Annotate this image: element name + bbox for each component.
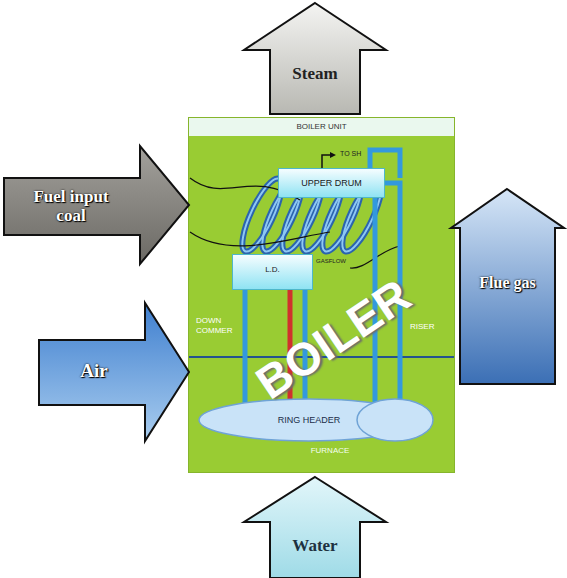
input-arrow-text: Fuel input coal — [33, 187, 109, 225]
lower-drum-text: L.D. — [265, 265, 280, 274]
arrow-outline — [243, 2, 387, 115]
output-arrow-text: Steam — [270, 64, 360, 84]
upper-drum-text: UPPER DRUM — [301, 178, 362, 188]
output-arrow: Flue gas — [450, 188, 565, 385]
label-holder: TO SH — [340, 150, 361, 157]
pipe-label: DOWN COMMER — [196, 316, 236, 336]
label-holder: FURNACE — [300, 446, 360, 455]
input-arrow-text: Water — [270, 536, 360, 556]
section-label: FURNACE — [300, 446, 360, 455]
flow-label: GASFLOW — [316, 258, 346, 264]
arrow-outline — [38, 302, 190, 442]
arrow-outline — [243, 476, 387, 578]
pipe-label: RISER — [410, 322, 434, 331]
output-arrow-text: Flue gas — [460, 274, 555, 292]
outlet-arrowhead — [330, 152, 336, 158]
output-arrow: Steam — [243, 2, 387, 115]
outlet-arrow — [322, 155, 330, 168]
boiler-unit-text: BOILER UNIT — [189, 118, 454, 136]
label-holder: DOWN COMMER — [196, 316, 236, 336]
upper-drum: UPPER DRUM — [278, 168, 385, 198]
input-arrow: Air — [38, 302, 190, 442]
input-arrow: Fuel input coal — [3, 145, 190, 265]
boiler-body — [188, 117, 455, 473]
lower-drum: L.D. — [232, 254, 313, 290]
label-holder: RISER — [410, 322, 434, 331]
label-holder: GASFLOW — [316, 258, 346, 264]
input-arrow-text: Air — [46, 360, 142, 382]
outlet-label: TO SH — [340, 150, 361, 157]
ring-header: RING HEADER — [198, 398, 437, 442]
input-arrow: Water — [243, 476, 387, 578]
